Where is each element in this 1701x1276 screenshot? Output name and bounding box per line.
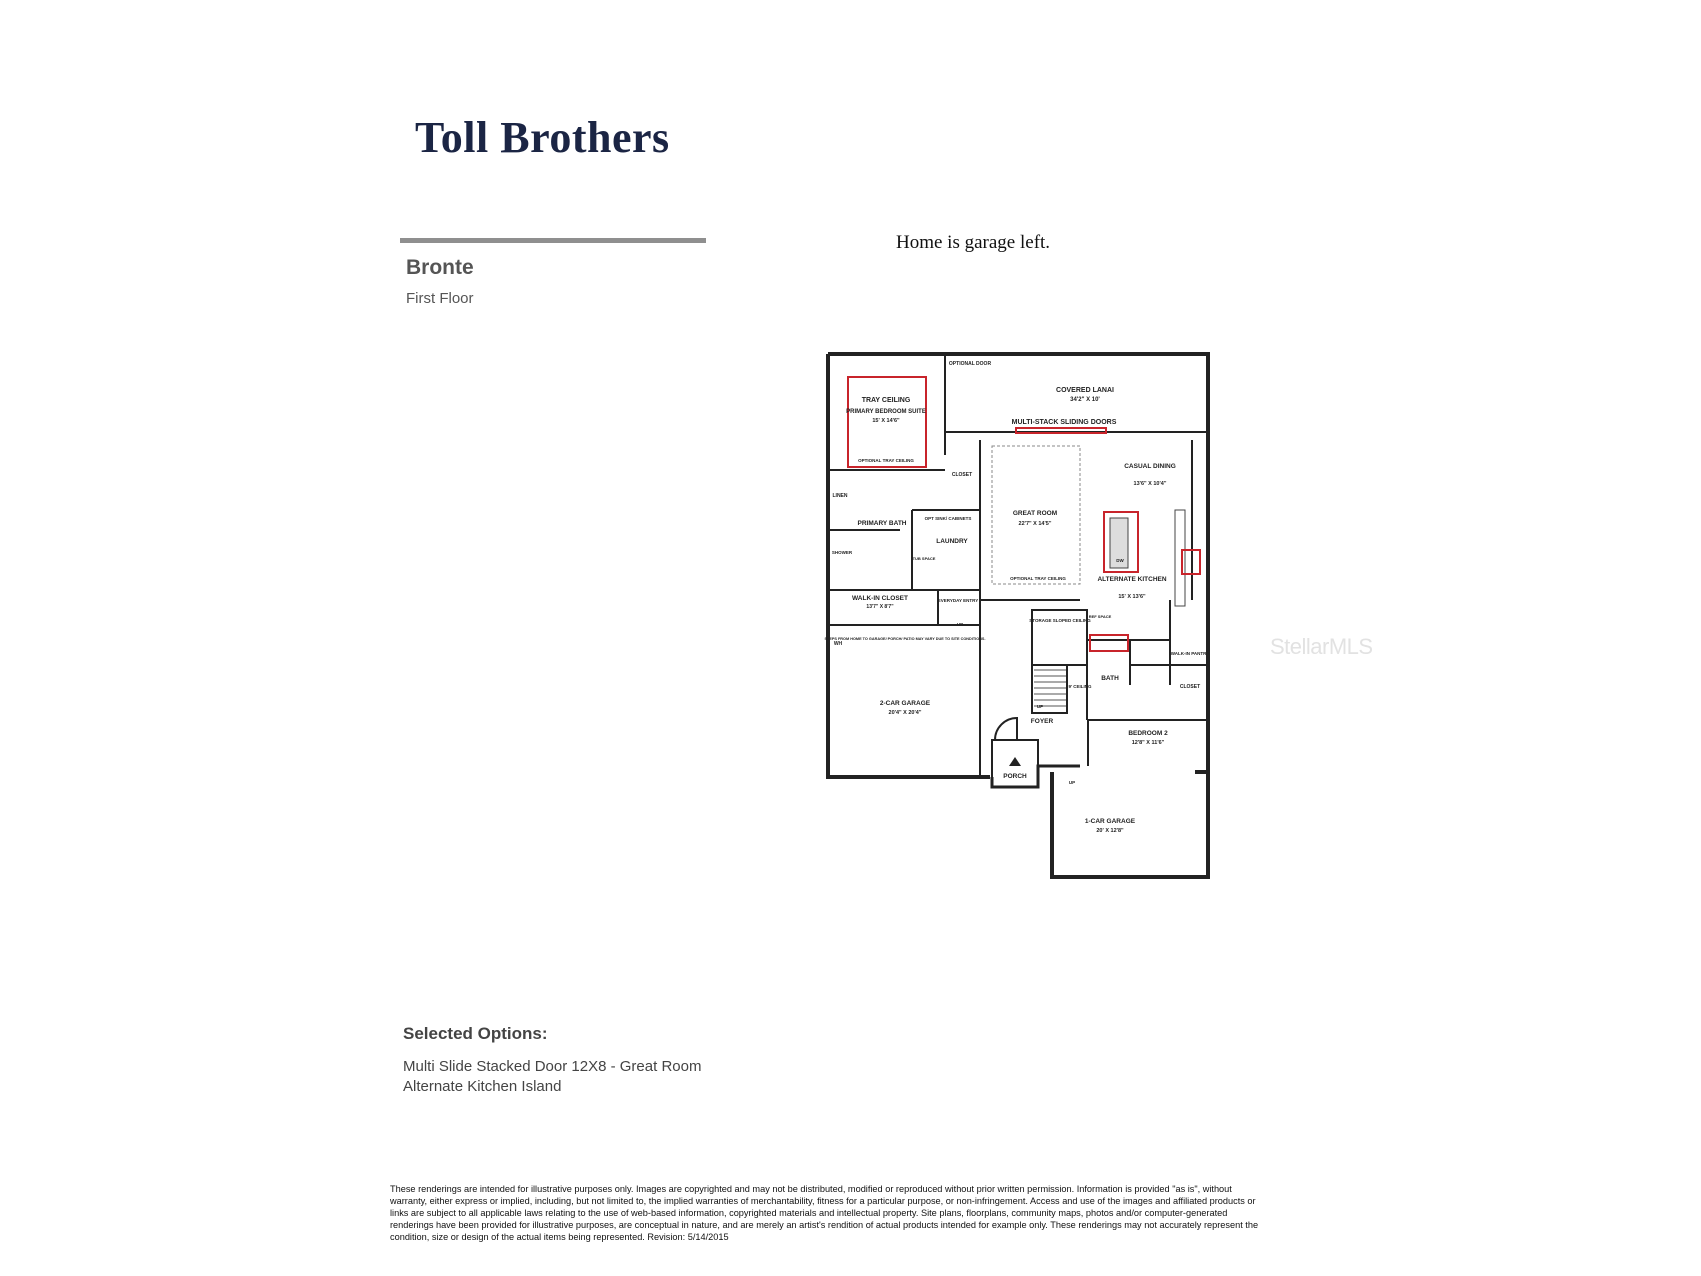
exterior-wall xyxy=(828,352,1210,774)
floor-label: First Floor xyxy=(406,290,474,307)
label-foyer: FOYER xyxy=(1031,718,1054,725)
garage-note: Home is garage left. xyxy=(896,232,1051,253)
great-room-tray xyxy=(991,445,1081,585)
label-walk-in-pantry: WALK-IN PANTRY xyxy=(1171,651,1210,656)
label-tray-ceiling: TRAY CEILING xyxy=(862,397,911,404)
label-kitchen-dim: 15' X 13'6" xyxy=(1118,594,1146,600)
primary-suite-tray-highlight xyxy=(847,376,927,468)
label-multi-stack-doors: MULTI-STACK SLIDING DOORS xyxy=(1012,419,1117,426)
label-great-room-dim: 22'7" X 14'5" xyxy=(1019,521,1052,527)
label-bedroom-2-dim: 12'8" X 11'6" xyxy=(1132,740,1165,746)
label-bedroom-2: BEDROOM 2 xyxy=(1128,730,1168,737)
label-everyday-entry: EVERYDAY ENTRY xyxy=(938,598,978,603)
label-shower: SHOWER xyxy=(832,550,853,555)
header-rule xyxy=(400,238,706,243)
label-up-garage: UP xyxy=(1069,780,1075,785)
label-dw: DW xyxy=(1116,558,1124,563)
label-optional-tray-ceiling-gr: OPTIONAL TRAY CEILING xyxy=(1010,576,1066,581)
range-highlight xyxy=(1181,549,1201,575)
label-walk-in-closet-dim: 13'7" X 8'7" xyxy=(866,604,894,610)
label-primary-bath: PRIMARY BATH xyxy=(858,520,907,527)
label-garage-2car: 2-CAR GARAGE xyxy=(880,700,931,707)
disclaimer: These renderings are intended for illust… xyxy=(390,1184,1259,1242)
option-item: Multi Slide Stacked Door 12X8 - Great Ro… xyxy=(403,1058,702,1075)
label-ceiling: 9' CEILING xyxy=(1068,684,1092,689)
label-wh: WH xyxy=(834,641,843,647)
label-closet-2: CLOSET xyxy=(1180,684,1200,690)
multi-stack-door-highlight xyxy=(1015,427,1107,434)
label-up-everyday: UP xyxy=(957,622,963,627)
label-great-room: GREAT ROOM xyxy=(1013,510,1057,517)
model-name: Bronte xyxy=(406,256,474,279)
label-garage-1car-dim: 20' X 12'8" xyxy=(1096,828,1124,834)
label-opt-sink: OPT SINK/ CABINETS xyxy=(925,516,972,521)
label-alternate-kitchen: ALTERNATE KITCHEN xyxy=(1097,576,1166,583)
label-optional-door: OPTIONAL DOOR xyxy=(949,361,992,367)
selected-options-title: Selected Options: xyxy=(403,1024,548,1043)
kitchen-island-highlight xyxy=(1103,511,1139,573)
wh-highlight xyxy=(1089,634,1129,652)
label-steps-note: STEPS FROM HOME TO GARAGE/ PORCH/ PATIO … xyxy=(824,637,985,641)
label-ref-space: REF SPACE xyxy=(1089,614,1112,619)
label-linen: LINEN xyxy=(833,493,848,499)
label-bath: BATH xyxy=(1101,675,1119,682)
label-walk-in-closet: WALK-IN CLOSET xyxy=(852,595,908,602)
label-covered-lanai: COVERED LANAI xyxy=(1056,387,1114,394)
floor-plan: OPTIONAL DOOR COVERED LANAI 34'2" X 10' … xyxy=(824,352,1210,879)
label-up-foyer: UP xyxy=(1037,704,1043,709)
label-tub-space: TUB SPACE xyxy=(913,556,936,561)
toll-brothers-logo: Toll Brothers xyxy=(415,113,670,162)
label-covered-lanai-dim: 34'2" X 10' xyxy=(1070,397,1100,403)
label-casual-dining-dim: 13'6" X 10'4" xyxy=(1134,481,1167,487)
label-primary-suite-dim: 15' X 14'6" xyxy=(872,418,900,424)
label-primary-suite: PRIMARY BEDROOM SUITE xyxy=(846,409,926,415)
exterior-wall xyxy=(1050,772,1210,879)
watermark: StellarMLS xyxy=(1270,634,1373,659)
option-item: Alternate Kitchen Island xyxy=(403,1078,562,1095)
label-casual-dining: CASUAL DINING xyxy=(1124,463,1176,470)
label-porch: PORCH xyxy=(1003,773,1027,780)
label-storage: STORAGE SLOPED CEILING xyxy=(1029,618,1091,623)
label-garage-2car-dim: 20'4" X 20'4" xyxy=(889,710,922,716)
label-garage-1car: 1-CAR GARAGE xyxy=(1085,818,1136,825)
label-laundry: LAUNDRY xyxy=(936,538,968,545)
exterior-wall xyxy=(826,354,990,779)
label-closet: CLOSET xyxy=(952,472,972,478)
label-optional-tray-ceiling: OPTIONAL TRAY CEILING xyxy=(858,458,914,463)
